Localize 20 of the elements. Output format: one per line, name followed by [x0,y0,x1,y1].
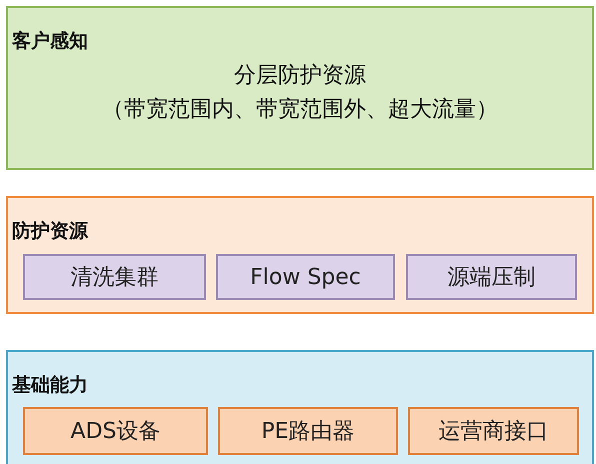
box-label: Flow Spec [250,264,361,290]
box-label: ADS设备 [70,418,160,446]
box-label: PE路由器 [261,418,355,446]
panel-text: 分层防护资源 [233,62,367,90]
capability-box [408,407,579,455]
panel-title: 基础能力 [12,373,88,398]
box-label: 运营商接口 [438,418,548,446]
layer-panel [6,6,594,170]
box-label: 清洗集群 [70,264,158,292]
panel-text: （带宽范围内、带宽范围外、超大流量） [101,96,499,124]
panel-title: 客户感知 [12,29,88,54]
capability-box [216,254,395,300]
capability-box [406,254,577,300]
capability-box [218,407,398,455]
layer-panel [6,196,594,314]
layer-panel [6,350,594,464]
capability-box [23,407,208,455]
capability-box [23,254,206,300]
box-label: 源端压制 [448,264,536,292]
panel-title: 防护资源 [12,219,88,244]
